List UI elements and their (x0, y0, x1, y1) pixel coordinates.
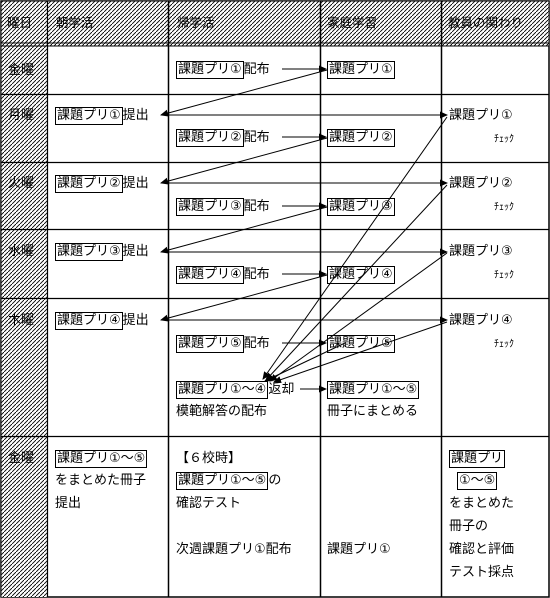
task-sheet-box: 課題プリ①～⑤ (327, 381, 420, 399)
task-sheet-box: 課題プリ③ (327, 198, 395, 216)
header-home-study: 家庭学習 (327, 15, 378, 30)
task-sheet-box: 課題プリ⑤ (327, 335, 395, 353)
header-homeroom: 帰学活 (177, 15, 215, 30)
task-sheet-box: ①～⑤ (457, 472, 498, 490)
wed-teacher: 課題プリ③ (449, 244, 513, 259)
thu-teacher: 課題プリ④ (449, 313, 513, 328)
header-teacher: 教員の関わり (448, 15, 524, 30)
fri2-homeroom-line4: 次週課題プリ①配布 (176, 542, 292, 557)
task-sheet-box: 課題プリ④ (176, 266, 244, 284)
thu-home-study: 課題プリ⑤ (327, 332, 395, 355)
header-day: 曜日 (7, 15, 33, 30)
tue-check: ﾁｪｯｸ (494, 202, 514, 213)
fri2-morning-line2: をまとめた冊子 (55, 473, 147, 488)
fri2-teacher-line3: をまとめた (449, 496, 515, 511)
task-sheet-box: 課題プリ② (327, 129, 395, 147)
day-label: 月曜 (8, 108, 35, 123)
fri2-teacher-line6: テスト採点 (449, 565, 515, 580)
task-sheet-box: 課題プリ (449, 450, 506, 468)
mon-teacher: 課題プリ① (449, 108, 513, 123)
mon-home-study: 課題プリ② (327, 126, 395, 149)
task-sheet-box: 課題プリ① (55, 107, 123, 125)
task-sheet-box: 課題プリ⑤ (176, 335, 244, 353)
fri2-homeroom-line3: 確認テスト (176, 496, 242, 511)
day-label: 火曜 (8, 176, 35, 191)
fri2-morning-box: 課題プリ①～⑤ (55, 447, 148, 470)
wed-check: ﾁｪｯｸ (494, 270, 514, 281)
day-label: 水曜 (8, 244, 35, 259)
tue-teacher: 課題プリ② (449, 176, 513, 191)
mon-check: ﾁｪｯｸ (494, 134, 514, 145)
header-band (1, 1, 549, 46)
thu-home-study-line2: 冊子にまとめる (327, 404, 419, 419)
task-sheet-box: 課題プリ② (176, 129, 244, 147)
fri2-homeroom-line1: 【６校時】 (176, 451, 242, 466)
fri2-home-study: 課題プリ① (327, 542, 391, 557)
header-morning: 朝学活 (56, 15, 94, 30)
thu-home-study-compile: 課題プリ①～⑤ (327, 378, 420, 401)
task-sheet-box: 課題プリ①～⑤ (55, 450, 148, 468)
day-label: 金曜 (8, 63, 35, 78)
task-sheet-box: 課題プリ④ (327, 266, 395, 284)
fri2-teacher-box2: ①～⑤ (457, 469, 498, 492)
fri2-morning-line3: 提出 (55, 496, 82, 511)
tue-home-study: 課題プリ③ (327, 195, 395, 218)
task-sheet-box: 課題プリ④ (55, 312, 123, 330)
task-sheet-box: 課題プリ③ (55, 243, 123, 261)
task-sheet-box: 課題プリ①～⑤ (176, 472, 269, 490)
task-sheet-box: 課題プリ① (327, 61, 395, 79)
thu-model-answer: 模範解答の配布 (176, 404, 268, 419)
fri2-teacher-box1: 課題プリ (449, 447, 506, 470)
task-sheet-box: 課題プリ② (55, 175, 123, 193)
fri-home-study: 課題プリ① (327, 58, 395, 81)
day-label: 金曜 (8, 451, 35, 466)
fri2-teacher-line4: 冊子の (449, 519, 489, 534)
task-sheet-box: 課題プリ①～④ (176, 381, 269, 399)
day-label: 木曜 (8, 313, 35, 328)
day-column-band (1, 45, 48, 597)
task-sheet-box: 課題プリ③ (176, 198, 244, 216)
fri2-teacher-line5: 確認と評価 (449, 542, 515, 557)
wed-home-study: 課題プリ④ (327, 263, 395, 286)
task-sheet-box: 課題プリ① (176, 61, 244, 79)
thu-check: ﾁｪｯｸ (494, 339, 514, 350)
